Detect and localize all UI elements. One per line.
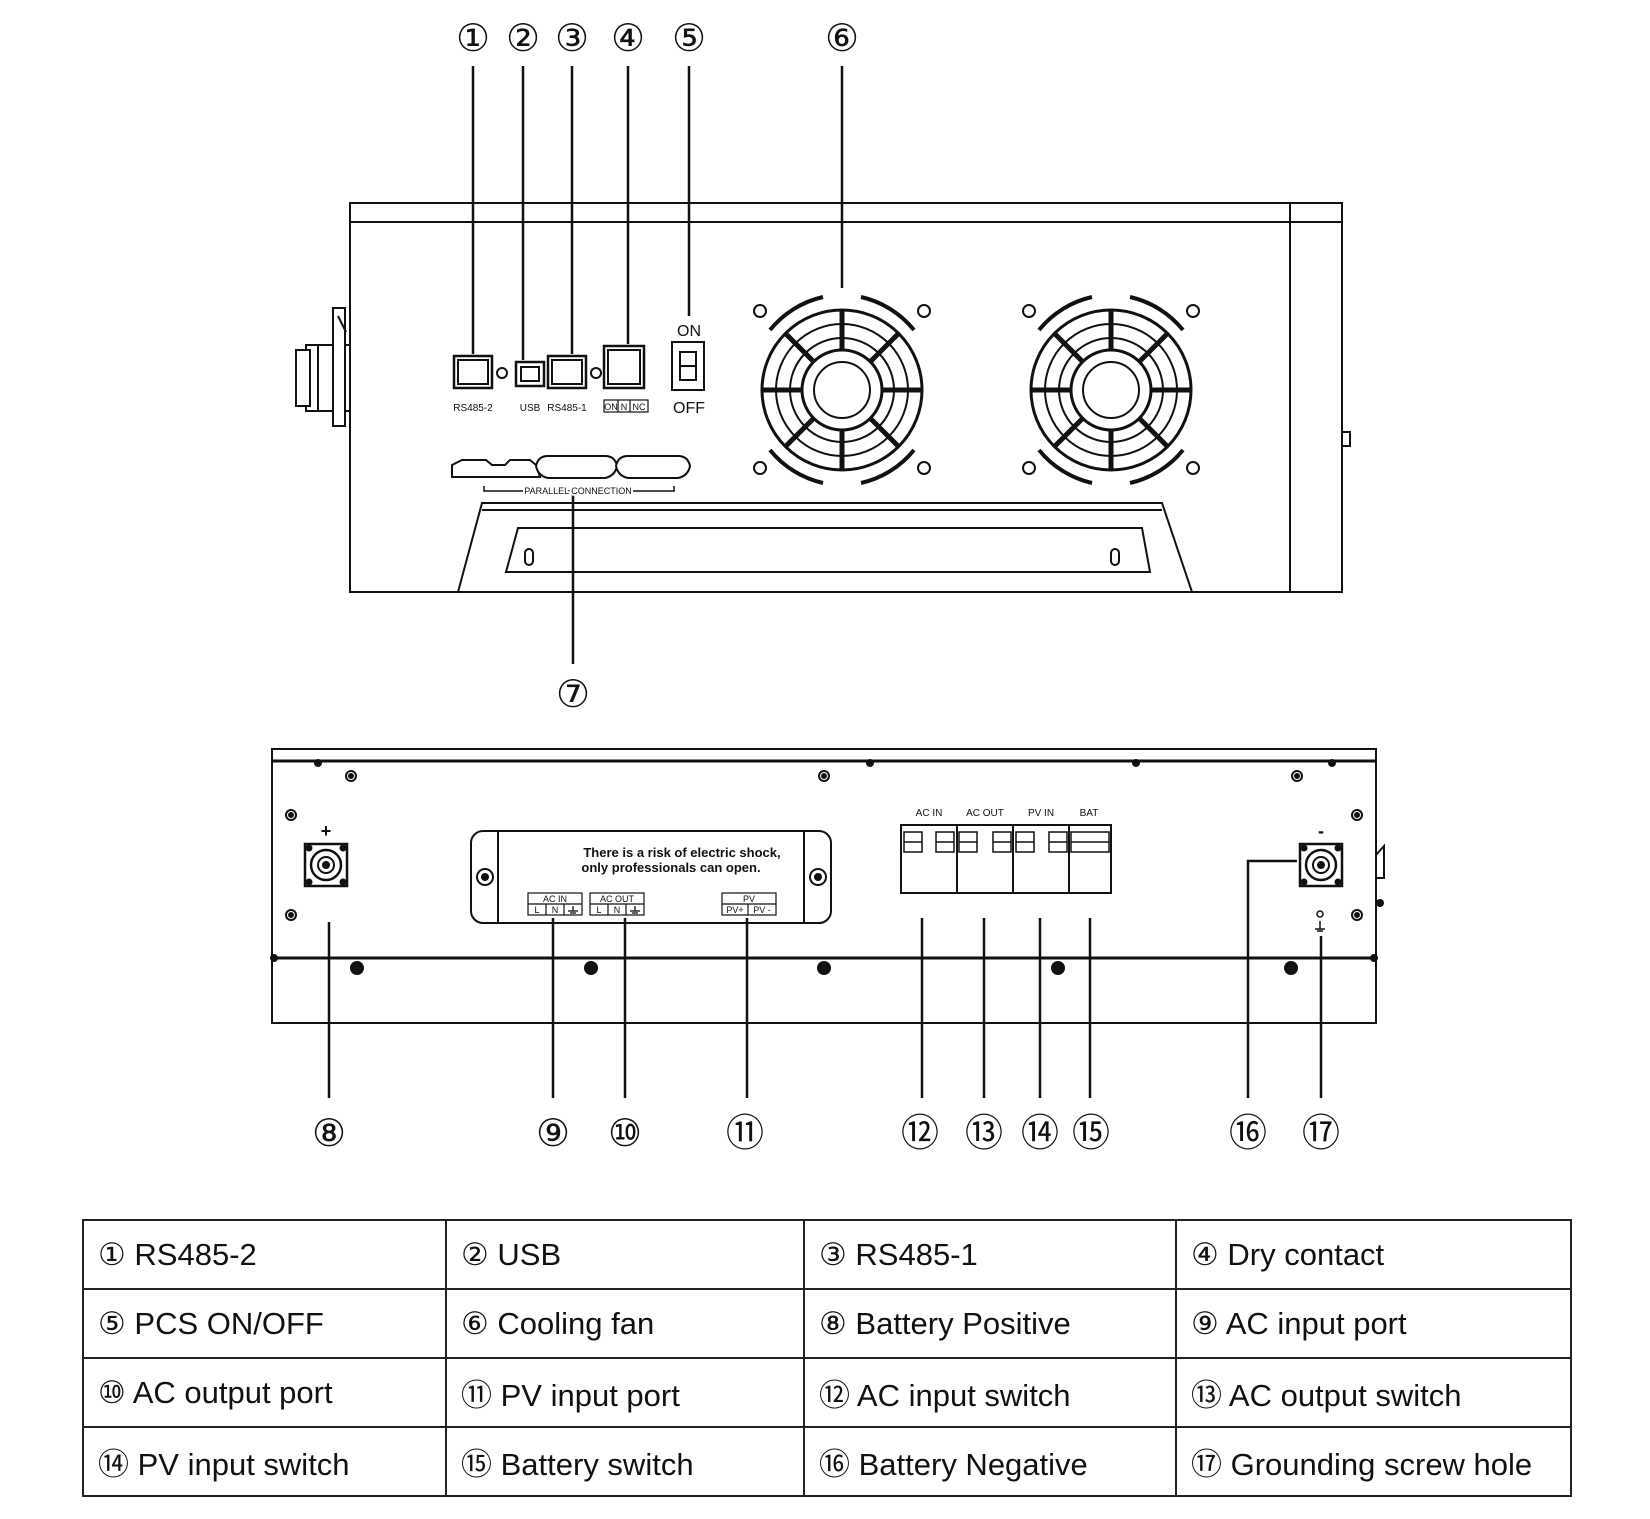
rs485-1-port bbox=[546, 354, 588, 390]
terminal-cover bbox=[470, 830, 832, 924]
front-leader-lines bbox=[327, 859, 1323, 1098]
callout-12: ⑫ bbox=[901, 1113, 939, 1155]
legend-cell: ① RS485-2 bbox=[82, 1219, 447, 1290]
cooling-fan-right bbox=[1022, 295, 1200, 485]
terminal-ac-in-label: AC IN bbox=[543, 894, 567, 904]
legend-cell: ⑯ Battery Negative bbox=[803, 1426, 1177, 1497]
legend-cell: ⑬ AC output switch bbox=[1175, 1357, 1572, 1428]
rs485-2-port bbox=[452, 354, 494, 390]
callout-3: ③ bbox=[555, 18, 589, 60]
breaker-ac-out-label: AC OUT bbox=[966, 808, 1004, 819]
terminal-ac-out-l: L bbox=[596, 905, 601, 915]
switch-on-label: ON bbox=[677, 323, 701, 340]
side-leader-lines bbox=[471, 66, 844, 664]
dry-nc-label: NC bbox=[633, 402, 646, 412]
legend-table: ① RS485-2 ② USB ③ RS485-1 ④ Dry contact … bbox=[82, 1219, 1572, 1497]
breaker-ac-in-label: AC IN bbox=[916, 808, 943, 819]
callout-8: ⑧ bbox=[312, 1113, 346, 1155]
terminal-ac-out-label: AC OUT bbox=[600, 894, 635, 904]
plus-label: + bbox=[321, 821, 332, 841]
terminal-ac-in-n: N bbox=[552, 905, 559, 915]
legend-cell: ⑧ Battery Positive bbox=[803, 1288, 1177, 1359]
front-view bbox=[270, 748, 1385, 1098]
inverter-diagram: RS485-2 USB RS485-1 ON N NC ON OFF PARAL… bbox=[270, 18, 1385, 1155]
parallel-connection-ports bbox=[451, 455, 692, 492]
table-row: ⑩ AC output port ⑪ PV input port ⑫ AC in… bbox=[82, 1357, 1572, 1428]
switch-off-label: OFF bbox=[673, 400, 705, 417]
legend-cell: ⑮ Battery switch bbox=[445, 1426, 805, 1497]
legend-cell: ⑰ Grounding screw hole bbox=[1175, 1426, 1572, 1497]
warning-line-2: only professionals can open. bbox=[581, 860, 760, 875]
callout-11: ⑪ bbox=[726, 1113, 764, 1155]
callout-4: ④ bbox=[611, 18, 645, 60]
battery-negative-terminal bbox=[1298, 842, 1344, 888]
callout-17: ⑰ bbox=[1302, 1113, 1340, 1155]
legend-cell: ⑭ PV input switch bbox=[82, 1426, 447, 1497]
dry-n-label: N bbox=[621, 402, 628, 412]
callout-16: ⑯ bbox=[1229, 1113, 1267, 1155]
rs485-2-label: RS485-2 bbox=[453, 403, 493, 414]
breaker-block bbox=[900, 824, 1112, 894]
dry-contact-port bbox=[602, 344, 646, 390]
table-row: ⑭ PV input switch ⑮ Battery switch ⑯ Bat… bbox=[82, 1426, 1572, 1497]
minus-label: - bbox=[1318, 821, 1324, 841]
side-connector bbox=[295, 307, 351, 427]
parallel-connection-label: PARALLEL CONNECTION bbox=[524, 486, 632, 496]
callout-13: ⑬ bbox=[965, 1113, 1003, 1155]
legend-cell: ⑤ PCS ON/OFF bbox=[82, 1288, 447, 1359]
cooling-fan-left bbox=[753, 295, 931, 485]
terminal-ac-out-n: N bbox=[614, 905, 621, 915]
legend-cell: ⑪ PV input port bbox=[445, 1357, 805, 1428]
callout-15: ⑮ bbox=[1072, 1113, 1110, 1155]
mounting-plate bbox=[456, 502, 1194, 593]
legend-cell: ③ RS485-1 bbox=[803, 1219, 1177, 1290]
callout-7: ⑦ bbox=[556, 674, 590, 716]
legend-cell: ⑥ Cooling fan bbox=[445, 1288, 805, 1359]
callout-14: ⑭ bbox=[1021, 1113, 1059, 1155]
callout-9: ⑨ bbox=[536, 1113, 570, 1155]
terminal-pv-plus: PV+ bbox=[726, 905, 743, 915]
legend-cell: ⑩ AC output port bbox=[82, 1357, 447, 1428]
side-view bbox=[295, 66, 1351, 664]
rs485-1-label: RS485-1 bbox=[547, 403, 587, 414]
callout-6: ⑥ bbox=[825, 18, 859, 60]
table-row: ⑤ PCS ON/OFF ⑥ Cooling fan ⑧ Battery Pos… bbox=[82, 1288, 1572, 1359]
legend-cell: ⑫ AC input switch bbox=[803, 1357, 1177, 1428]
terminal-pv-label: PV bbox=[743, 894, 755, 904]
callout-10: ⑩ bbox=[608, 1113, 642, 1155]
terminal-pv-minus: PV - bbox=[753, 905, 771, 915]
terminal-ac-in-l: L bbox=[534, 905, 539, 915]
breaker-pv-in-label: PV IN bbox=[1028, 808, 1054, 819]
callout-5: ⑤ bbox=[672, 18, 706, 60]
breaker-bat-label: BAT bbox=[1080, 808, 1099, 819]
callout-1: ① bbox=[456, 18, 490, 60]
grounding-screw-hole bbox=[1315, 910, 1325, 932]
panel-screws bbox=[285, 770, 1363, 975]
legend-cell: ② USB bbox=[445, 1219, 805, 1290]
pcs-on-off-switch bbox=[671, 341, 705, 391]
legend-cell: ④ Dry contact bbox=[1175, 1219, 1572, 1290]
callout-2: ② bbox=[506, 18, 540, 60]
dry-on-label: ON bbox=[604, 402, 618, 412]
table-row: ① RS485-2 ② USB ③ RS485-1 ④ Dry contact bbox=[82, 1219, 1572, 1290]
warning-line-1: There is a risk of electric shock, bbox=[583, 845, 780, 860]
usb-label: USB bbox=[520, 403, 541, 414]
battery-positive-terminal bbox=[303, 842, 349, 888]
legend-cell: ⑨ AC input port bbox=[1175, 1288, 1572, 1359]
